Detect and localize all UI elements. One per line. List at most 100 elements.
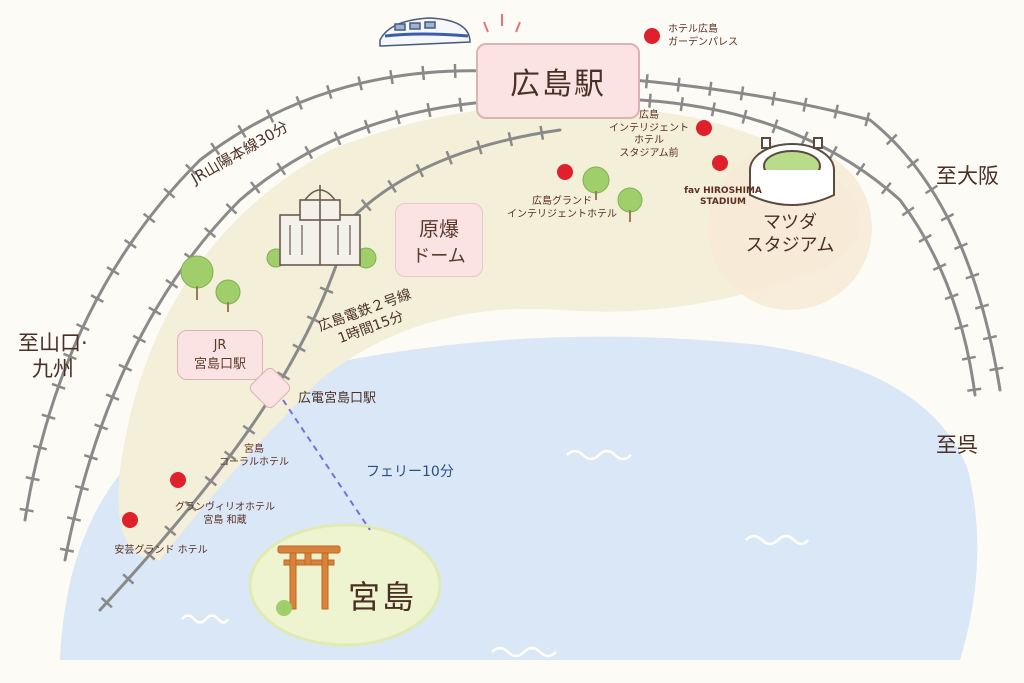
rail-tie <box>100 596 113 609</box>
rail-tie <box>276 162 287 176</box>
rail-tie <box>974 303 990 310</box>
rail-ties <box>19 63 1004 609</box>
hotel-label-aki-grand: 安芸グランド ホテル <box>96 545 226 558</box>
rail-tie <box>25 476 40 482</box>
rail-tie <box>387 179 397 193</box>
hotel-label-line: スタジアム前 <box>619 147 679 159</box>
rail-tie <box>237 124 247 139</box>
rail-tie <box>644 74 649 89</box>
hotel-label-granvillo: グランヴィリオホテル 宮島 和蔵 <box>160 502 290 527</box>
rail-tie <box>989 366 1004 372</box>
mazda-stadium-label: マツダ スタジアム <box>735 212 845 257</box>
miyajima-island <box>248 523 442 647</box>
rail-tie <box>855 162 866 176</box>
rail-tie <box>918 233 932 243</box>
hotel-label-garden-palace: ホテル広島 ガーデンパレス <box>668 24 738 49</box>
hotel-label-line: ホテル <box>634 135 664 146</box>
rail-tie <box>771 91 777 106</box>
rail-tie <box>83 453 98 461</box>
genbaku-dome-icon <box>279 185 361 266</box>
hiroshima-station-label: 広島駅 <box>510 67 606 102</box>
rail-tie <box>458 97 463 112</box>
rail-tie <box>961 355 976 361</box>
rail-tie <box>676 77 681 92</box>
rail-tie <box>708 81 713 96</box>
rail-tie <box>507 132 514 147</box>
rail-tie <box>94 423 109 431</box>
rail-tie <box>74 484 89 492</box>
rail-tie <box>539 125 545 140</box>
hotel-label-line: コーラルホテル <box>219 456 289 468</box>
rail-tie <box>19 507 34 513</box>
jr-east-inner <box>638 98 977 397</box>
rail-tie <box>389 69 394 85</box>
rail-tie <box>164 525 177 537</box>
rail-tie <box>32 444 48 451</box>
rail-tie <box>833 104 840 119</box>
hotel-label-grand-intelligent: 広島グランド インテリジェントホテル <box>497 196 627 221</box>
shinkansen-icon <box>379 17 471 47</box>
wave-icon <box>491 646 557 658</box>
rail-tie <box>426 102 432 118</box>
hotel-label-line: 広島グランド <box>532 196 592 207</box>
rail-tie <box>924 184 939 195</box>
rail-tie <box>363 119 371 134</box>
rail-tie <box>739 86 745 101</box>
tree-icon <box>215 279 241 305</box>
rail-tie <box>325 84 333 100</box>
hiroden-miyajimaguchi-label: 広電宮島口駅 <box>298 391 377 406</box>
rail-tie <box>967 387 982 392</box>
rail-tie <box>885 133 898 146</box>
rail-tie <box>741 109 748 124</box>
direction-yamaguchi-line-1: 至山口· <box>18 331 88 355</box>
stadium-icon <box>749 137 835 206</box>
rail-tie <box>123 238 137 249</box>
rail-tie <box>802 97 808 112</box>
rail-tie <box>415 163 425 178</box>
rail-tie <box>965 272 980 280</box>
rail-tie <box>106 266 120 276</box>
hiroden-line-2 <box>98 128 562 612</box>
jr-miyajimaguchi-box: JR 宮島口駅 <box>177 330 263 380</box>
rail-tie <box>944 293 959 301</box>
rail-tie <box>982 334 998 341</box>
rail-tie <box>203 227 217 239</box>
rail-tie <box>901 206 915 217</box>
rail-tie <box>295 95 303 110</box>
hotel-dot-granvillo <box>170 472 186 488</box>
hotel-dot-intelligent-stadium <box>696 120 712 136</box>
mazda-stadium-line-2: スタジアム <box>745 234 835 256</box>
hotel-label-intelligent-stadium: 広島 インテリジェント ホテル スタジアム前 <box>604 110 694 160</box>
genbaku-dome-box: 原爆 ドーム <box>395 203 483 277</box>
rail-tie <box>105 393 120 401</box>
hotel-dots <box>122 28 728 528</box>
rail-tie <box>59 547 75 553</box>
hotel-dot-fav-hiroshima <box>712 155 728 171</box>
rail-tie <box>142 212 156 224</box>
rail-tie <box>360 199 372 212</box>
rail-tie <box>932 262 947 272</box>
rail-tie <box>880 182 892 195</box>
rail-tie <box>184 500 197 512</box>
wave-icon <box>566 449 632 461</box>
rail-tie <box>265 109 275 123</box>
rail-tie <box>800 131 809 146</box>
rail-tie <box>143 549 156 561</box>
hotel-label-fav-hiroshima: fav HIROSHIMA STADIUM <box>673 186 773 209</box>
tree-trunks <box>196 191 631 312</box>
ferry-route-label: フェリー10分 <box>366 464 454 480</box>
direction-yamaguchi-kyushu: 至山口· 九州 <box>18 330 88 383</box>
hotel-dot-aki-grand <box>122 512 138 528</box>
rail-tie <box>648 93 652 108</box>
rail-tie <box>357 76 363 91</box>
tree-icon <box>582 166 610 194</box>
rail-tie <box>319 286 334 294</box>
rail-tie <box>249 181 261 194</box>
rail-tie <box>204 475 218 487</box>
torii-icon <box>277 545 341 610</box>
hotel-label-line: 広島 <box>639 110 659 121</box>
rail-tie <box>445 150 453 165</box>
rail-tie <box>132 334 147 344</box>
rail-tie <box>163 187 176 199</box>
